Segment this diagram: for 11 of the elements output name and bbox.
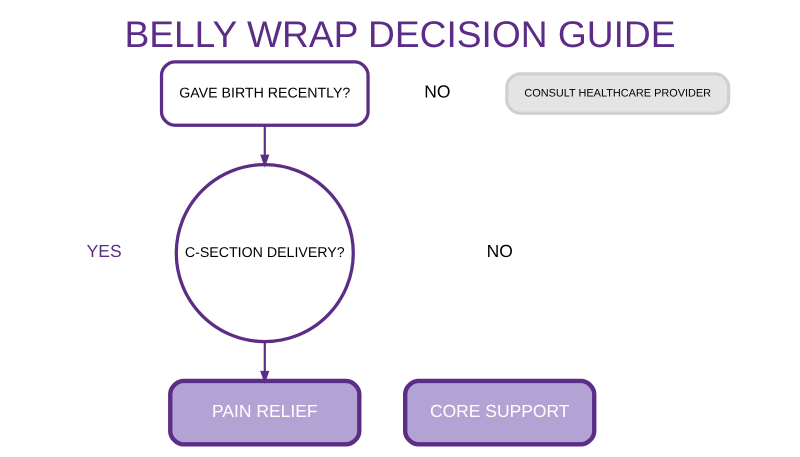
diagram-title: BELLY WRAP DECISION GUIDE [124,12,676,55]
node-box: CORE SUPPORT [403,378,596,446]
label: YES [86,241,122,262]
node-box: PAIN RELIEF [168,378,362,446]
node-box: GAVE BIRTH RECENTLY? [160,60,370,127]
arrow [260,342,270,384]
label: NO [486,241,513,262]
node-circle: C-SECTION DELIVERY? [174,162,355,344]
arrow [260,125,270,168]
label: NO [424,82,451,102]
node-box: CONSULT HEALTHCARE PROVIDER [505,72,730,115]
